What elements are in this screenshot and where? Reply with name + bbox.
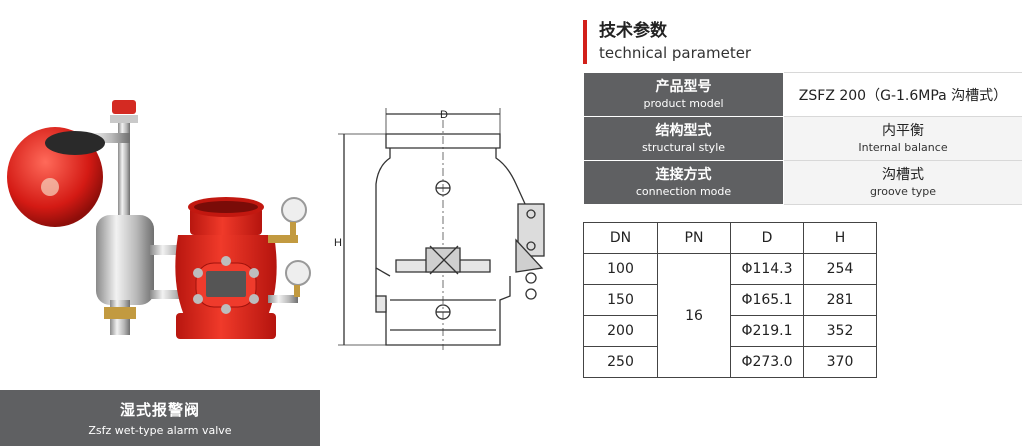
d-cell: Φ273.0 [730,346,804,378]
dimension-table: DN PN D H 100 16 Φ114.3 254 150 Φ165.1 2… [583,222,877,378]
spec-label: 连接方式 connection mode [583,160,784,205]
spec-value: 内平衡 Internal balance [783,116,1022,161]
spec-label-cn: 产品型号 [655,79,712,95]
spec-row-connection: 连接方式 connection mode 沟槽式 groove type [583,160,1022,205]
heading-en: technical parameter [599,44,752,62]
d-cell: Φ219.1 [730,315,804,347]
dimension-d-label: D [440,109,448,121]
dn-cell: 150 [583,284,658,316]
dn-cell: 250 [583,346,658,378]
spec-value: ZSFZ 200（G-1.6MPa 沟槽式） [783,72,1022,117]
column-header: D [730,222,804,254]
pn-cell: 16 [657,253,731,378]
spec-value: 沟槽式 groove type [783,160,1022,205]
spec-label-cn: 连接方式 [655,167,712,183]
h-cell: 370 [803,346,877,378]
d-cell: Φ165.1 [730,284,804,316]
spec-table: 产品型号 product model ZSFZ 200（G-1.6MPa 沟槽式… [583,72,1022,205]
d-cell: Φ114.3 [730,253,804,285]
spec-label-cn: 结构型式 [655,123,712,139]
product-photo [0,95,320,385]
dimension-table-header: DN PN D H [583,222,877,254]
table-row: 150 Φ165.1 281 [583,284,877,316]
caption-en: Zsfz wet-type alarm valve [88,424,232,437]
column-header: DN [583,222,658,254]
spec-label-en: product model [643,97,724,110]
spec-label: 结构型式 structural style [583,116,784,161]
section-heading: 技术参数 technical parameter [583,20,751,64]
heading-cn: 技术参数 [599,21,667,41]
spec-value-cn: 沟槽式 [882,167,924,183]
spec-value-en: Internal balance [858,141,948,154]
table-row: 250 Φ273.0 370 [583,346,877,378]
spec-label: 产品型号 product model [583,72,784,117]
spec-value-en: groove type [869,185,937,198]
spec-row-structure: 结构型式 structural style 内平衡 Internal balan… [583,116,1022,161]
caption-cn: 湿式报警阀 [119,401,200,419]
table-row: 200 Φ219.1 352 [583,315,877,347]
spec-value-cn: 内平衡 [882,123,924,139]
spec-row-model: 产品型号 product model ZSFZ 200（G-1.6MPa 沟槽式… [583,72,1022,117]
technical-drawing: D H [330,100,580,360]
spec-label-en: connection mode [635,185,732,198]
product-caption: 湿式报警阀 Zsfz wet-type alarm valve [0,390,320,446]
column-header: PN [657,222,731,254]
dn-cell: 200 [583,315,658,347]
spec-label-en: structural style [641,141,726,154]
h-cell: 254 [803,253,877,285]
dn-cell: 100 [583,253,658,285]
h-cell: 352 [803,315,877,347]
h-cell: 281 [803,284,877,316]
dimension-h-label: H [334,237,342,249]
table-row: 100 16 Φ114.3 254 [583,253,877,378]
column-header: H [803,222,877,254]
